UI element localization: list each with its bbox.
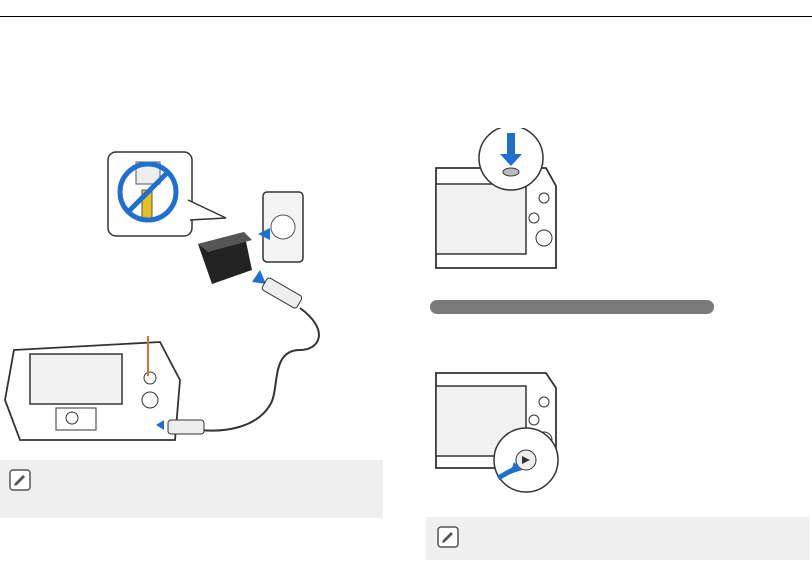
note-box xyxy=(0,460,383,518)
section-bar xyxy=(430,300,714,314)
note-icon xyxy=(8,468,32,492)
note-icon xyxy=(436,525,460,549)
camera-power-button-illustration xyxy=(426,128,576,278)
camera-charging-illustration xyxy=(0,140,340,450)
camera-playback-button-illustration xyxy=(426,368,576,498)
top-rule xyxy=(0,16,812,17)
note-box xyxy=(426,517,809,560)
